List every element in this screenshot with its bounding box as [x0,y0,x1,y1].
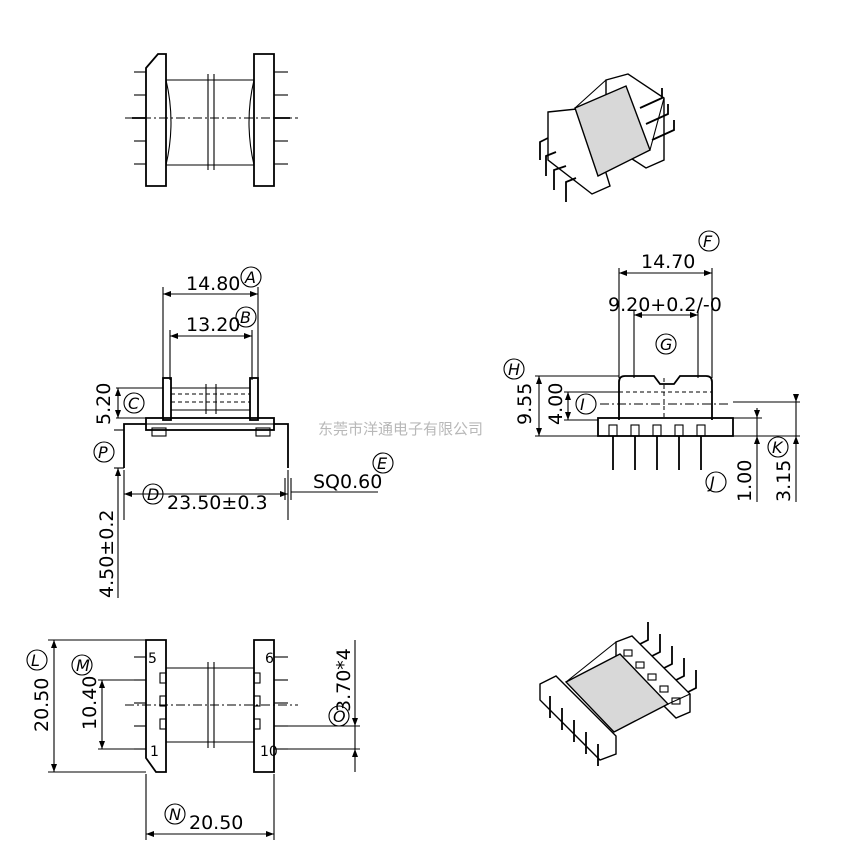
pin-number-5: 5 [148,651,157,667]
dim-H-value: 9.55 [514,383,536,425]
dim-B-value: 13.20 [186,314,240,336]
callout-O: O [333,707,346,726]
dim-O-value: 3.70*4 [333,648,355,712]
top-view [125,53,298,187]
callout-C: C [128,394,140,413]
dim-M-value: 10.40 [79,676,101,730]
company-watermark: 东莞市洋通电子有限公司 [318,420,483,438]
isometric-view-top [539,73,675,202]
callout-D: D [147,485,159,504]
pin-number-1: 1 [150,744,159,760]
dim-D-value: 23.50±0.3 [167,492,268,514]
dim-E-value: SQ0.60 [313,471,382,493]
dim-K-value: 3.15 [773,460,795,502]
callout-M: M [76,656,90,675]
dim-C-value: 5.20 [93,383,115,425]
callout-P: P [98,443,108,462]
dim-I-value: 4.00 [545,383,567,425]
callout-N: N [169,805,181,824]
dim-F-value: 14.70 [641,251,695,273]
callout-E: E [377,454,388,473]
callout-L: L [31,651,40,670]
callout-I: I [580,395,585,414]
dim-A-value: 14.80 [186,273,240,295]
pin-number-6: 6 [265,651,274,667]
callout-K: K [772,438,784,457]
dim-L-value: 20.50 [31,678,53,732]
callout-H: H [508,360,520,379]
front-view: 14.80 A 13.20 B 5.20 C [93,266,394,598]
callout-B: B [240,308,251,327]
callout-J: J [707,473,715,492]
isometric-view-bottom [539,622,697,766]
dim-P-value: 4.50±0.2 [96,510,118,598]
dim-G-value: 9.20+0.2/-0 [608,294,722,316]
side-view: 14.70 F 9.20+0.2/-0 G 9.55 H [503,230,800,502]
callout-A: A [244,268,256,287]
dim-J-value: 1.00 [734,460,756,502]
callout-G: G [660,335,672,354]
dim-N-value: 20.50 [189,812,243,834]
pin-number-10: 10 [260,744,278,760]
bottom-view: 5 6 1 10 L 20.50 M 10.40 3.70*4 O N [26,639,360,840]
callout-F: F [703,232,713,251]
